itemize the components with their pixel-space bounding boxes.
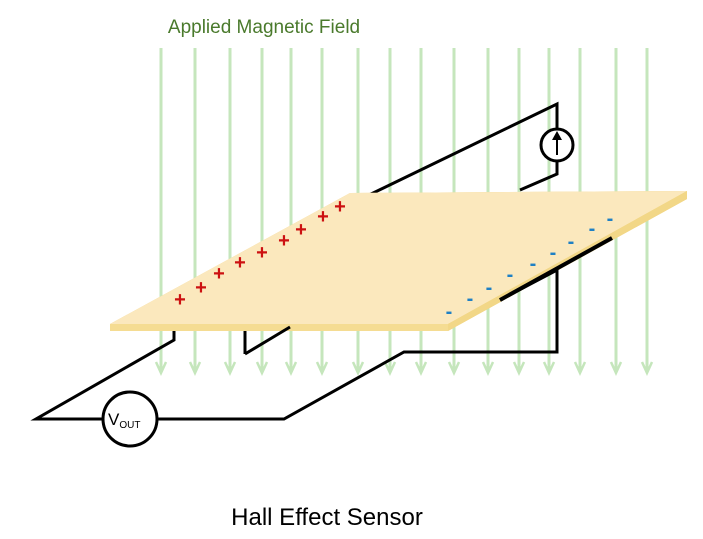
minus-charge: - — [486, 277, 493, 299]
svg-text:VOUT: VOUT — [108, 410, 140, 431]
plus-charge: + — [195, 277, 207, 299]
right-electrode — [499, 236, 613, 302]
field-label: Applied Magnetic Field — [168, 17, 360, 38]
plus-charge: + — [278, 230, 290, 252]
current-source-icon — [539, 127, 575, 163]
plus-charge: + — [334, 196, 346, 218]
minus-charge: - — [607, 208, 614, 230]
plus-charge: + — [317, 206, 329, 228]
minus-charge: - — [446, 301, 453, 323]
minus-charge: - — [530, 253, 537, 275]
minus-charge: - — [550, 242, 557, 264]
voltmeter-subscript: OUT — [119, 420, 140, 431]
plus-charge: + — [234, 252, 246, 274]
minus-charge: - — [568, 231, 575, 253]
plus-charge: + — [256, 242, 268, 264]
voltmeter-label: V — [108, 410, 120, 429]
minus-charge: - — [467, 288, 474, 310]
plus-charge: + — [295, 219, 307, 241]
minus-charge: - — [589, 218, 596, 240]
negative-charges: --------- — [446, 208, 614, 323]
plus-charge: + — [213, 263, 225, 285]
plus-charge: + — [174, 289, 186, 311]
magnetic-field-arrows-front — [159, 332, 649, 370]
voltmeter-icon: VOUT — [101, 390, 159, 448]
minus-charge: - — [507, 264, 514, 286]
semiconductor-plate — [110, 191, 687, 331]
diagram-caption: Hall Effect Sensor — [231, 504, 423, 531]
positive-charges: +++++++++ — [174, 196, 346, 311]
